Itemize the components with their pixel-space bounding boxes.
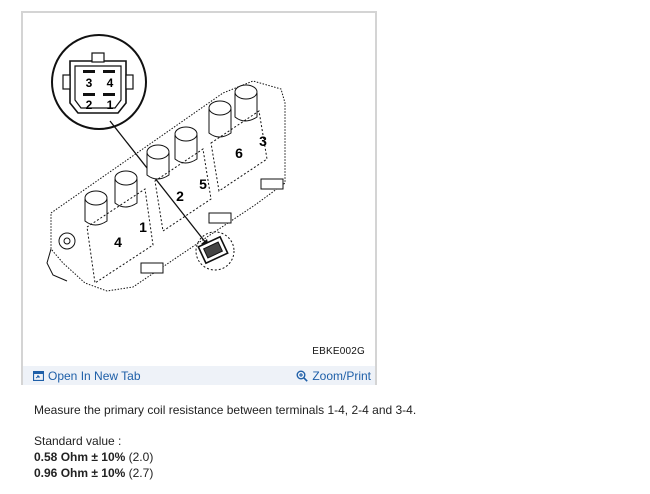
open-in-new-tab-label: Open In New Tab bbox=[48, 369, 141, 383]
standard-value: 0.96 Ohm ± 10% bbox=[34, 466, 126, 480]
terminal-label-4: 4 bbox=[107, 76, 114, 90]
zoom-print-link[interactable]: Zoom/Print bbox=[296, 369, 371, 383]
standard-value-row: 0.58 Ohm ± 10% (2.0) bbox=[34, 449, 416, 465]
standard-value: 0.58 Ohm ± 10% bbox=[34, 450, 126, 464]
standard-value-row: 0.96 Ohm ± 10% (2.7) bbox=[34, 465, 416, 481]
ignition-coil-diagram: 3 4 2 1 bbox=[46, 34, 286, 292]
procedure-text: Measure the primary coil resistance betw… bbox=[34, 402, 416, 481]
zoom-print-label: Zoom/Print bbox=[312, 369, 371, 383]
terminal-label-2: 2 bbox=[86, 98, 93, 112]
figure-card: 3 4 2 1 bbox=[21, 11, 377, 385]
connector-body bbox=[69, 60, 127, 114]
coil-label-3: 3 bbox=[259, 133, 267, 149]
coil-label-2: 2 bbox=[176, 188, 184, 204]
figure-code: EBKE002G bbox=[312, 346, 365, 357]
coil-label-1: 1 bbox=[139, 219, 147, 235]
coil-label-4: 4 bbox=[114, 234, 122, 250]
standard-value-label: Standard value : bbox=[34, 434, 122, 448]
coil-pack bbox=[46, 80, 286, 292]
terminal-label-1: 1 bbox=[107, 98, 114, 112]
standard-value-note: (2.0) bbox=[128, 450, 154, 464]
zoom-icon bbox=[296, 370, 309, 382]
instruction-text: Measure the primary coil resistance betw… bbox=[34, 403, 417, 417]
coil-label-5: 5 bbox=[199, 176, 207, 192]
open-tab-icon bbox=[33, 371, 44, 381]
figure-link-bar: Open In New Tab Zoom/Print bbox=[23, 366, 375, 385]
standard-value-note: (2.7) bbox=[128, 466, 154, 480]
open-in-new-tab-link[interactable]: Open In New Tab bbox=[33, 369, 141, 383]
leader-line bbox=[109, 120, 207, 244]
terminal-label-3: 3 bbox=[86, 76, 93, 90]
coil-label-6: 6 bbox=[235, 145, 243, 161]
